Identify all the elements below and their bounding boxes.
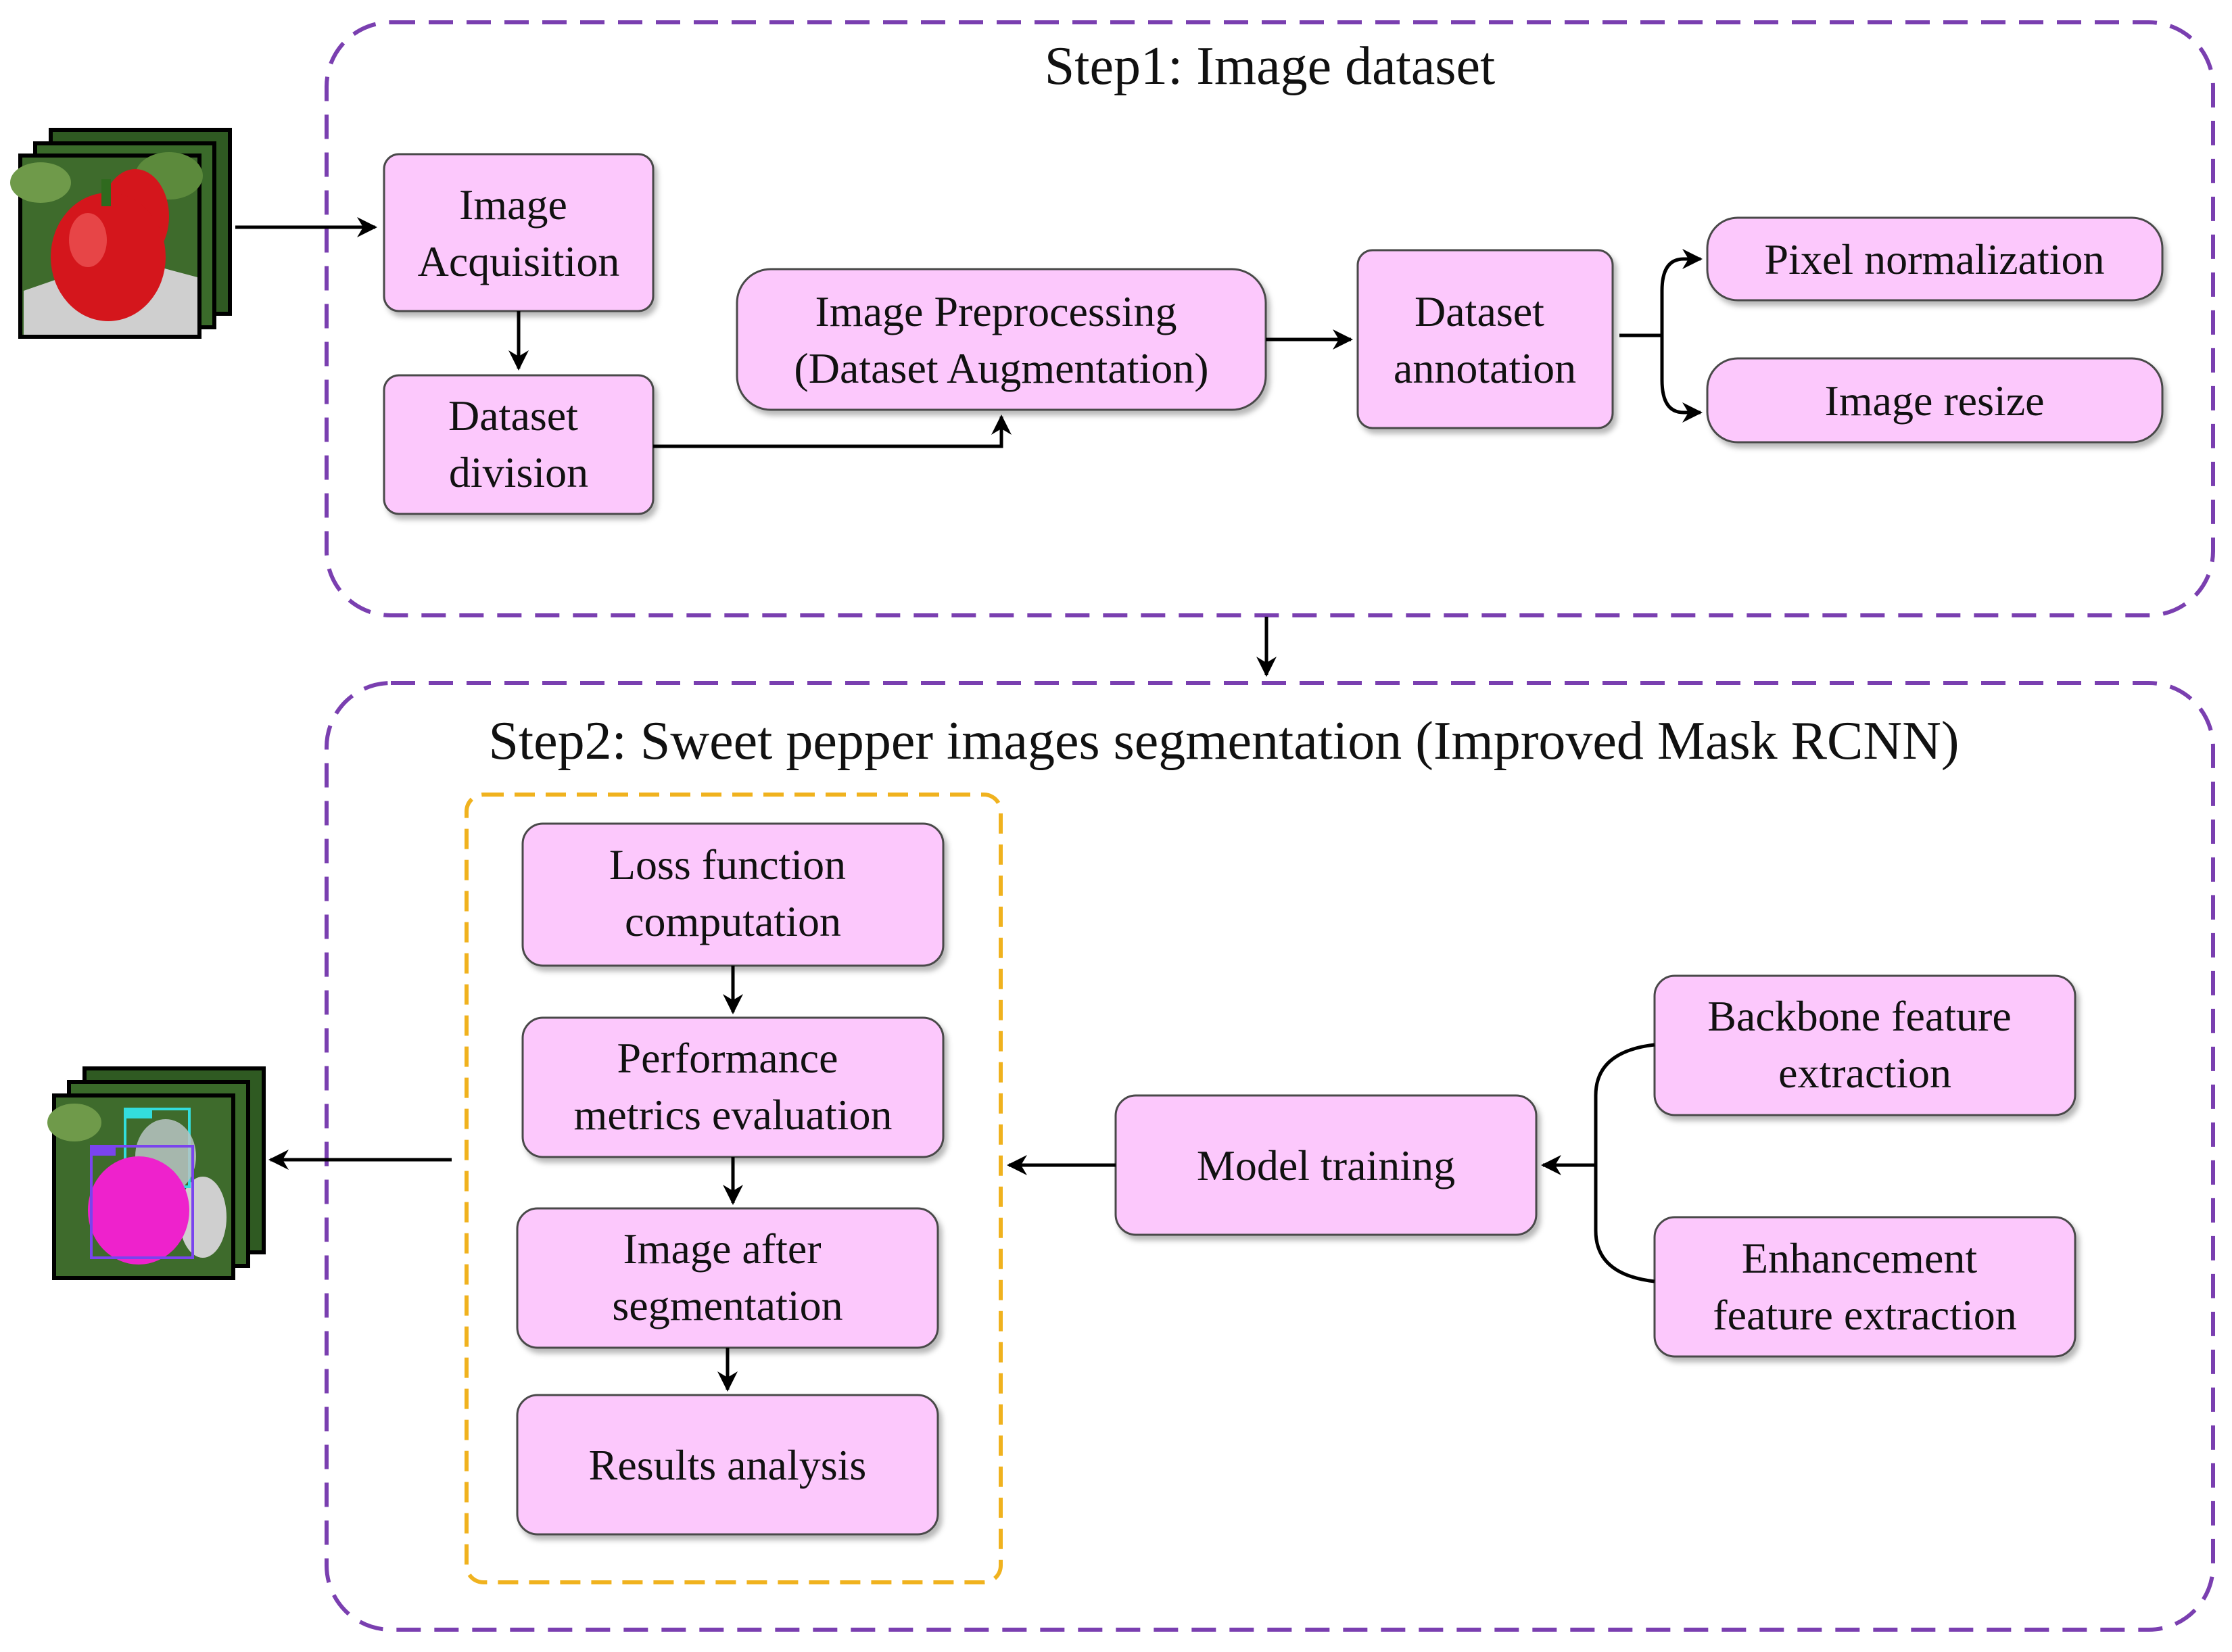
image-resize-box	[1706, 357, 2164, 444]
image-preprocessing-label-2: (Dataset Augmentation)	[794, 344, 1208, 392]
arrow-division-to-preprocessing	[653, 415, 1012, 448]
dataset-annotation-box	[1356, 249, 1614, 429]
bracket-feature-merge	[1594, 1043, 1655, 1283]
enhancement-feature-label-1: Enhancement	[1742, 1234, 1978, 1282]
performance-metrics-label-1: Performance	[617, 1034, 838, 1082]
arrow-annotation-to-normalization	[1660, 249, 1703, 335]
svg-text:Performance metrics evalua: Performance metrics evaluation	[574, 1034, 893, 1139]
step1-container	[325, 20, 2215, 617]
performance-metrics-label-2: metrics evaluation	[574, 1091, 893, 1139]
arrow-annotation-to-resize	[1660, 335, 1703, 423]
svg-text:Image Acquisition: Image Acquisition	[418, 181, 620, 285]
svg-text:Dataset division: Dataset division	[448, 392, 589, 496]
enhancement-feature-label-2: feature extraction	[1713, 1291, 2017, 1339]
model-training-label: Model training	[1197, 1141, 1455, 1189]
loss-function-label-2: computation	[625, 897, 841, 945]
enhancement-feature-box	[1653, 1216, 2076, 1358]
step1-title: Step1: Image dataset	[1045, 37, 1495, 96]
image-after-segmentation-label-1: Image after	[623, 1225, 821, 1273]
pepper-photo-stack-icon	[10, 128, 232, 339]
step2-container	[325, 681, 2215, 1632]
svg-text:Image after segmentation: Image after segmentation	[612, 1225, 842, 1329]
loss-function-label-1: Loss function	[609, 841, 846, 889]
dataset-division-label-2: division	[449, 448, 588, 496]
svg-text:Dataset annotation: Dataset annotation	[1394, 287, 1576, 392]
svg-text:Image Preprocessing (Datas: Image Preprocessing (Dataset Augmentatio…	[794, 287, 1208, 392]
svg-text:Enhancement feature extrac: Enhancement feature extraction	[1713, 1234, 2017, 1339]
step2-title: Step2: Sweet pepper images segmentation …	[488, 711, 1959, 771]
evaluation-group	[465, 793, 1003, 1584]
svg-text:Loss function computation: Loss function computation	[609, 841, 857, 945]
backbone-feature-label-1: Backbone feature	[1707, 992, 2012, 1040]
image-acquisition-label-1: Image	[459, 181, 567, 229]
backbone-feature-label-2: extraction	[1778, 1049, 1951, 1097]
segmented-pepper-photo-stack-icon	[47, 1066, 266, 1280]
dataset-annotation-label-1: Dataset	[1415, 287, 1544, 335]
pixel-normalization-box	[1706, 216, 2164, 302]
image-preprocessing-label-1: Image Preprocessing	[815, 287, 1177, 335]
image-resize-label: Image resize	[1824, 377, 2044, 425]
dataset-division-label-1: Dataset	[448, 392, 578, 440]
svg-text:Backbone feature extractio: Backbone feature extraction	[1707, 992, 2022, 1097]
image-acquisition-label-2: Acquisition	[418, 237, 620, 285]
results-analysis-label: Results analysis	[589, 1441, 867, 1489]
dataset-annotation-label-2: annotation	[1394, 344, 1576, 392]
image-acquisition-box	[383, 153, 655, 312]
pixel-normalization-label: Pixel normalization	[1765, 235, 2105, 283]
results-analysis-box	[516, 1394, 939, 1536]
image-after-segmentation-label-2: segmentation	[612, 1281, 842, 1329]
